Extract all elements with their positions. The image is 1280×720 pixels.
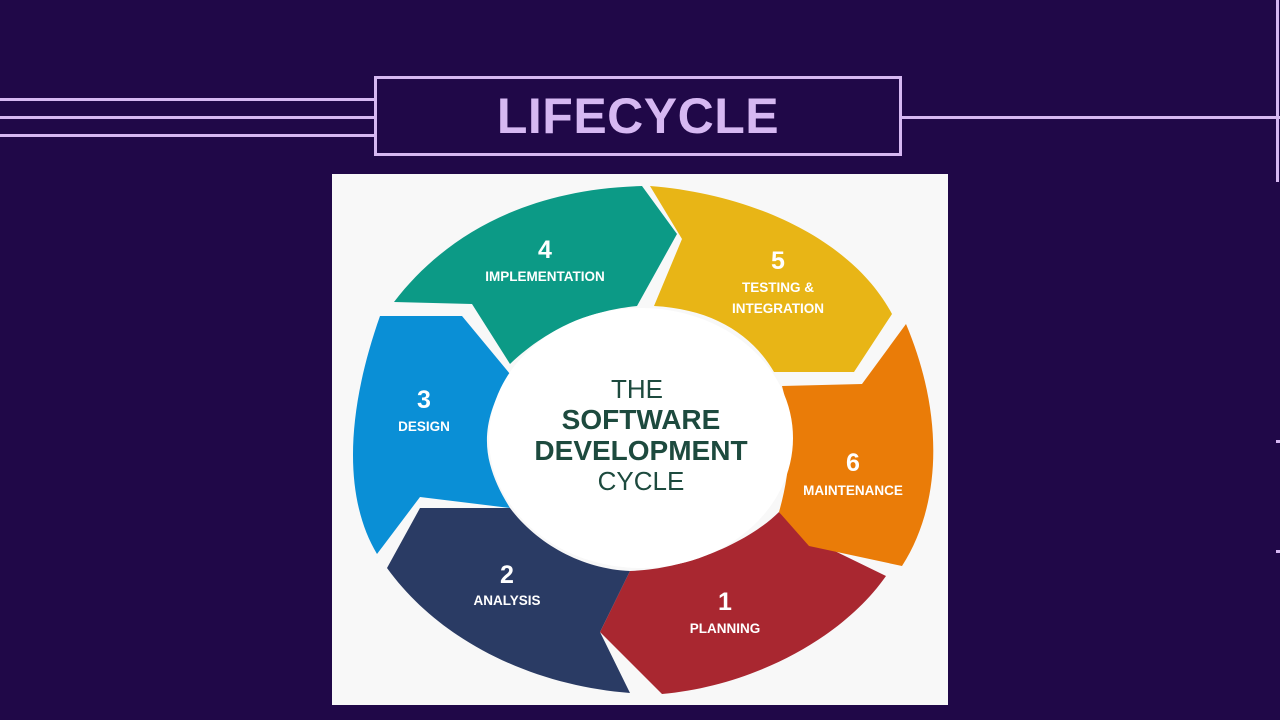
center-title-line-2: SOFTWARE xyxy=(562,404,721,435)
segment-label: TESTING & xyxy=(742,280,814,295)
segment-label: ANALYSIS xyxy=(473,593,540,608)
right-edge-tick xyxy=(1276,550,1280,553)
segment-number: 4 xyxy=(538,236,552,264)
segment-number: 6 xyxy=(846,449,860,477)
segment-number: 5 xyxy=(771,247,785,275)
center-title-line-3: DEVELOPMENT xyxy=(534,435,747,466)
segment-label: INTEGRATION xyxy=(732,301,824,316)
segment-label: IMPLEMENTATION xyxy=(485,269,605,284)
segment-label: DESIGN xyxy=(398,419,450,434)
left-rule-top xyxy=(0,98,376,101)
sdlc-diagram: THE SOFTWARE DEVELOPMENT CYCLE 1 PLANNIN… xyxy=(332,174,948,705)
segment-implementation xyxy=(394,186,677,364)
segment-testing-integration xyxy=(650,186,892,372)
segment-maintenance xyxy=(779,324,934,566)
segment-label: PLANNING xyxy=(690,621,761,636)
segment-design xyxy=(352,316,510,554)
center-circle xyxy=(489,308,793,568)
segment-number: 3 xyxy=(417,386,431,414)
segment-number: 2 xyxy=(500,561,514,589)
left-rule-bottom xyxy=(0,134,376,137)
center-title-line-1: THE xyxy=(611,374,663,404)
segment-analysis xyxy=(387,508,630,693)
center-title-line-4: CYCLE xyxy=(598,466,685,496)
left-rule-middle xyxy=(0,116,376,119)
segment-number: 1 xyxy=(718,588,732,616)
right-edge-tick xyxy=(1276,440,1280,443)
page-title: LIFECYCLE xyxy=(496,88,780,144)
right-rule xyxy=(902,116,1280,119)
segment-label: MAINTENANCE xyxy=(803,483,903,498)
title-box: LIFECYCLE xyxy=(374,76,902,156)
right-edge-line xyxy=(1276,0,1279,182)
segment-planning xyxy=(600,512,886,694)
